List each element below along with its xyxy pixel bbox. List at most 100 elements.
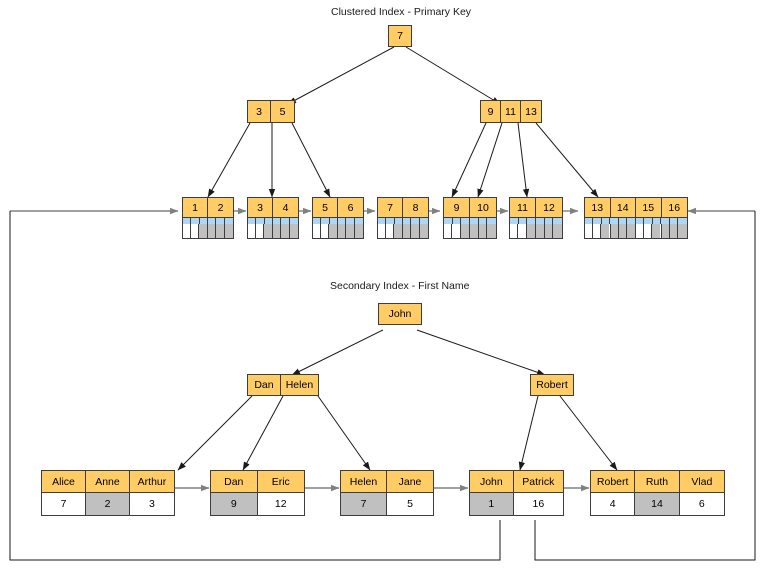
node-key: 9 xyxy=(481,101,501,122)
row-slot xyxy=(526,224,535,238)
leaf-name-row: John Patrick xyxy=(470,471,563,493)
row-slot xyxy=(224,224,233,238)
node-key: 5 xyxy=(279,105,286,118)
row-slot-group xyxy=(403,224,428,238)
clustered-leaf[interactable]: 7 8 xyxy=(377,197,429,239)
clustered-internal-node-right[interactable]: 9 11 13 xyxy=(480,100,542,123)
clustered-leaf[interactable]: 1 2 xyxy=(182,197,234,239)
row-slot-group xyxy=(248,224,273,238)
row-slot-group xyxy=(273,224,298,238)
leaf-rowid: 1 xyxy=(470,493,514,515)
leaf-rowid-row: 4 14 6 xyxy=(591,493,724,515)
leaf-rowid: 14 xyxy=(635,493,680,515)
secondary-internal-node-left[interactable]: Dan Helen xyxy=(247,374,319,396)
leaf-name: Patrick xyxy=(522,475,555,488)
leaf-name-row: Robert Ruth Vlad xyxy=(591,471,724,493)
row-slot xyxy=(444,224,453,238)
secondary-leaf[interactable]: Helen Jane 7 5 xyxy=(340,470,434,516)
clustered-root-node[interactable]: 7 xyxy=(388,25,412,47)
row-slot xyxy=(183,224,191,238)
row-slot xyxy=(256,224,264,238)
row-slot xyxy=(198,224,207,238)
secondary-leaf[interactable]: Robert Ruth Vlad 4 14 6 xyxy=(590,470,725,516)
secondary-internal-node-right[interactable]: Robert xyxy=(530,374,574,396)
row-slot-group xyxy=(208,224,233,238)
node-key: John xyxy=(388,308,412,320)
row-slot xyxy=(670,224,679,238)
row-slot xyxy=(378,224,386,238)
leaf-row-slots xyxy=(444,224,496,238)
row-slot-group xyxy=(585,224,611,238)
secondary-leaf[interactable]: John Patrick 1 16 xyxy=(469,470,564,516)
row-slot xyxy=(536,224,545,238)
secondary-leaf[interactable]: Alice Anne Arthur 7 2 3 xyxy=(41,470,175,516)
row-slot xyxy=(678,224,687,238)
row-slot xyxy=(208,224,217,238)
row-slot xyxy=(652,224,661,238)
row-slot-group xyxy=(470,224,496,238)
leaf-rowid-row: 7 2 3 xyxy=(42,493,174,515)
clustered-leaf[interactable]: 13 14 15 16 xyxy=(584,197,688,239)
leaf-rowid: 9 xyxy=(211,493,258,515)
leaf-key-row: 7 8 xyxy=(378,198,428,218)
secondary-leaf[interactable]: Dan Eric 9 12 xyxy=(210,470,305,516)
leaf-key-row: 3 4 xyxy=(248,198,298,218)
row-slot xyxy=(216,224,225,238)
leaf-row-slots xyxy=(183,224,233,238)
leaf-name-row: Helen Jane xyxy=(341,471,433,493)
node-key: 7 xyxy=(397,30,403,42)
row-slot-group xyxy=(610,224,636,238)
clustered-index-title: Clustered Index - Primary Key xyxy=(331,6,472,18)
band-segment xyxy=(510,218,519,224)
row-slot xyxy=(273,224,282,238)
leaf-key-row: 9 10 xyxy=(444,198,496,218)
node-key: Robert xyxy=(536,379,568,391)
leaf-key-row: 11 12 xyxy=(510,198,562,218)
secondary-root-node[interactable]: John xyxy=(378,303,422,325)
row-slot-group xyxy=(636,224,662,238)
clustered-leaf[interactable]: 11 12 xyxy=(509,197,563,239)
node-key: Helen xyxy=(285,379,314,391)
row-slot xyxy=(553,224,562,238)
leaf-key: 10 xyxy=(477,201,489,214)
leaf-key-row: 13 14 15 16 xyxy=(585,198,687,218)
node-key: Dan xyxy=(248,375,281,395)
row-slot xyxy=(419,224,428,238)
row-slot xyxy=(403,224,412,238)
clustered-leaf[interactable]: 9 10 xyxy=(443,197,497,239)
row-slot xyxy=(661,224,670,238)
leaf-name-row: Dan Eric xyxy=(211,471,304,493)
row-slot xyxy=(386,224,394,238)
row-slot xyxy=(411,224,420,238)
leaf-rowid: 2 xyxy=(86,493,130,515)
leaf-rowid: 3 xyxy=(129,493,174,515)
clustered-leaf[interactable]: 5 6 xyxy=(312,197,364,239)
row-slot xyxy=(618,224,627,238)
leaf-row-slots xyxy=(378,224,428,238)
row-slot xyxy=(354,224,363,238)
leaf-name: Anne xyxy=(86,471,130,492)
leaf-rowid: 4 xyxy=(591,493,636,515)
row-slot-group xyxy=(661,224,688,238)
row-slot xyxy=(248,224,256,238)
row-slot-group xyxy=(338,224,363,238)
leaf-key: 1 xyxy=(183,198,208,217)
clustered-internal-node-left[interactable]: 3 5 xyxy=(247,100,295,123)
row-slot xyxy=(610,224,619,238)
leaf-name: Arthur xyxy=(137,475,167,488)
leaf-key: 3 xyxy=(248,198,273,217)
row-slot xyxy=(626,224,635,238)
leaf-name: Eric xyxy=(271,475,290,488)
leaf-rowid: 12 xyxy=(257,493,304,515)
row-slot xyxy=(338,224,347,238)
row-slot xyxy=(510,224,519,238)
row-slot-group xyxy=(313,224,338,238)
leaf-name: Robert xyxy=(591,471,636,492)
leaf-row-slots xyxy=(510,224,562,238)
row-slot xyxy=(487,224,496,238)
row-slot xyxy=(644,224,653,238)
row-slot xyxy=(478,224,488,238)
clustered-leaf[interactable]: 3 4 xyxy=(247,197,299,239)
row-slot xyxy=(593,224,602,238)
